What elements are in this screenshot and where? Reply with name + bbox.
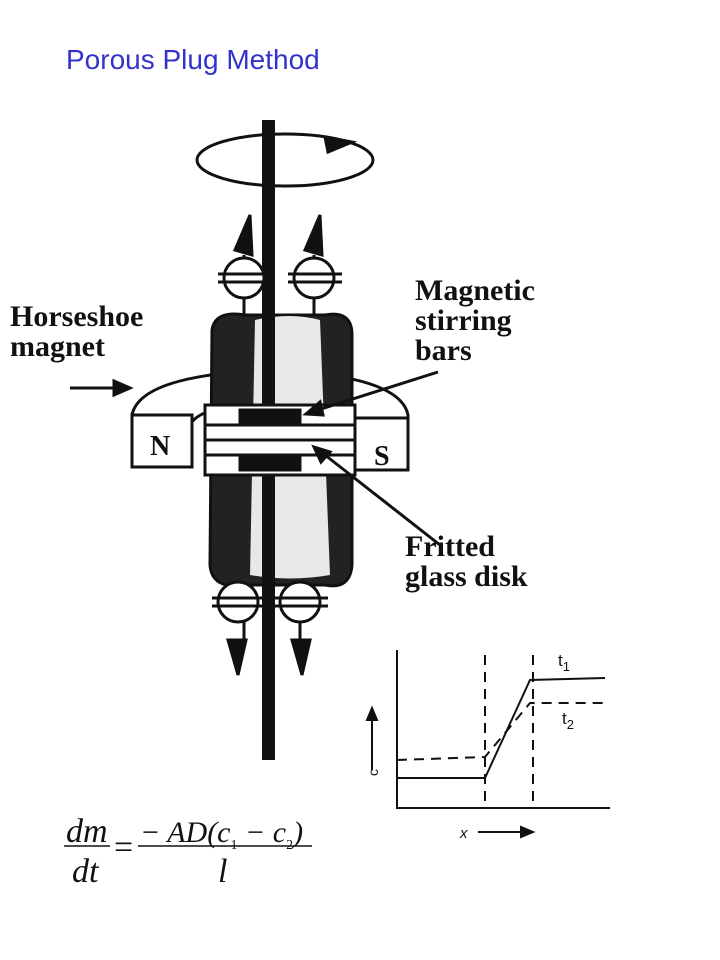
t2-label: t2	[562, 709, 574, 732]
page-title: Porous Plug Method	[66, 44, 320, 75]
svg-text:− AD(c1 − c2): − AD(c1 − c2)	[140, 816, 303, 853]
flux-equation: dm dt = − AD(c1 − c2) l	[64, 813, 312, 890]
rotation-arrow	[195, 132, 375, 188]
fritted-label-line2: glass disk	[405, 560, 528, 593]
horseshoe-label-line1: Horseshoe	[10, 300, 144, 333]
svg-text:dm: dm	[66, 813, 108, 850]
svg-text:l: l	[218, 853, 227, 890]
upper-stopcocks	[218, 214, 342, 315]
fritted-label-line1: Fritted	[405, 530, 495, 563]
concentration-graph	[365, 650, 610, 839]
horseshoe-label-line2: magnet	[10, 330, 105, 363]
stirring-label-line1: Magnetic	[415, 274, 535, 307]
svg-text:=: =	[114, 829, 133, 866]
t1-label: t1	[558, 651, 570, 674]
pole-north-label: N	[150, 431, 170, 462]
svg-text:dt: dt	[72, 853, 100, 890]
diffusion-cell	[203, 300, 357, 600]
stirring-bars-label: Magnetic stirring bars	[415, 276, 535, 366]
stirring-label-line2: stirring	[415, 304, 512, 337]
lower-stopcocks	[212, 580, 328, 676]
x-axis-label: x	[459, 825, 468, 842]
stirring-label-line3: bars	[415, 334, 472, 367]
fritted-disk-label: Fritted glass disk	[405, 532, 528, 592]
y-axis-label: c	[365, 769, 381, 776]
horseshoe-magnet-label: Horseshoe magnet	[10, 302, 143, 362]
pole-south-label: S	[374, 441, 390, 472]
label-arrows	[70, 370, 441, 547]
